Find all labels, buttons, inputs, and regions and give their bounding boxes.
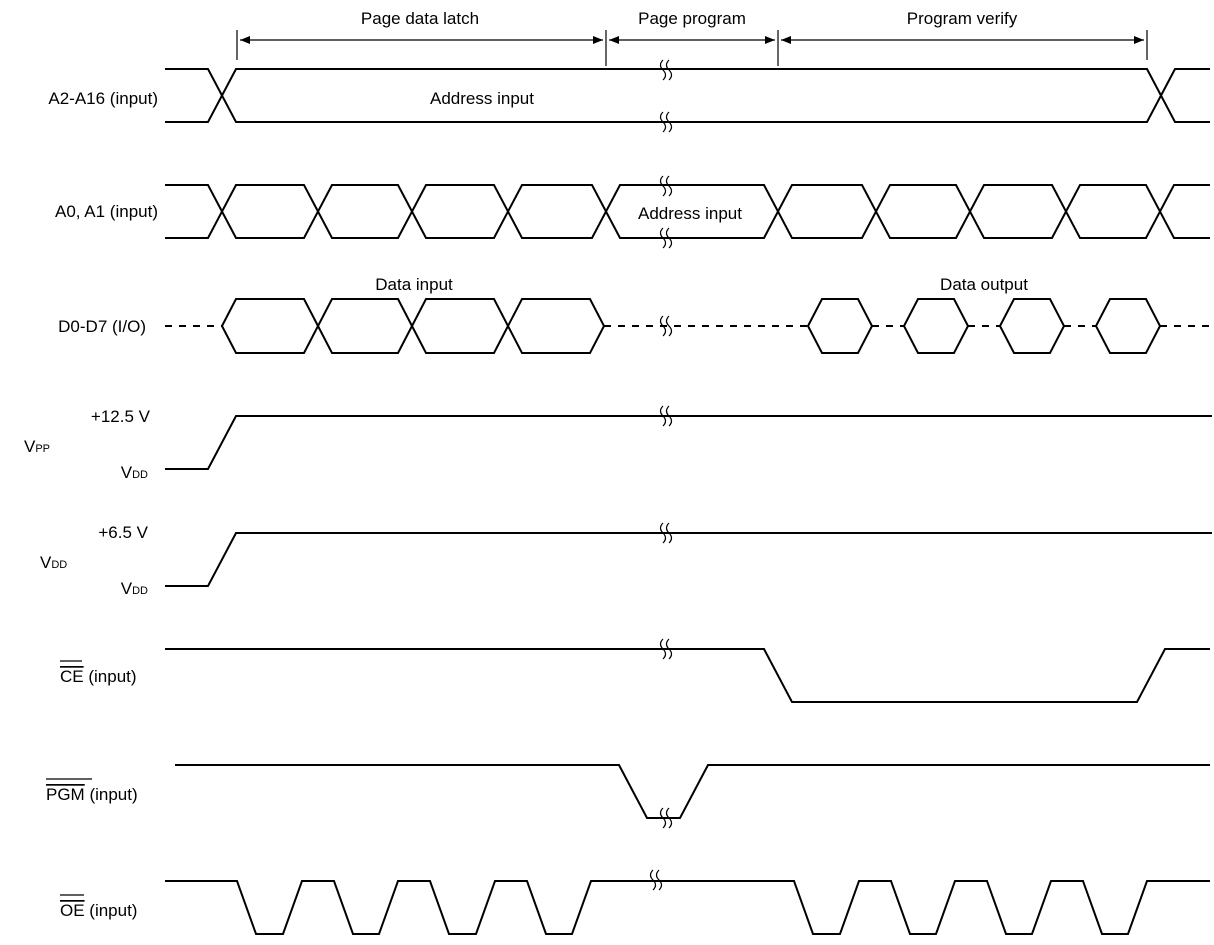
waveform-vpp <box>165 415 1212 470</box>
phase-label-verify: Program verify <box>907 9 1018 28</box>
waveform-a2-a16-lower <box>165 68 1210 123</box>
signal-label-oe-name: OE <box>60 901 85 920</box>
annotation-data-input: Data input <box>375 275 453 294</box>
signal-label-a0-a1: A0, A1 (input) <box>55 202 158 221</box>
signal-label-vpp-main: V <box>24 437 36 456</box>
signal-pgm: PGM (input) <box>46 764 1210 829</box>
break-mark-vdd <box>659 522 673 544</box>
waveform-d0-d7-output-1 <box>806 298 874 354</box>
signal-label-vdd-main: V <box>40 553 52 572</box>
waveform-pgm <box>175 764 1210 819</box>
waveform-ce <box>165 648 1210 703</box>
signal-a2-a16: A2-A16 (input) Address input <box>48 59 1210 133</box>
signal-vdd: +6.5 V VDD VDD <box>40 522 1212 598</box>
break-mark-vpp <box>659 405 673 427</box>
signal-oe: OE (input) <box>60 869 1210 935</box>
signal-label-oe-suffix: (input) <box>85 901 138 920</box>
break-mark-a0-bottom <box>659 227 673 249</box>
vpp-high-level-label: +12.5 V <box>91 407 151 426</box>
waveform-d0-d7-output-2 <box>902 298 970 354</box>
waveform-d0-d7-output-3 <box>998 298 1066 354</box>
annotation-address-input-a2: Address input <box>430 89 534 108</box>
break-mark-d0 <box>659 315 673 337</box>
signal-label-a2-a16: A2-A16 (input) <box>48 89 158 108</box>
signal-label-vpp: VPP <box>24 437 50 456</box>
waveform-a0-a1-lower <box>165 184 1210 239</box>
break-mark-pgm <box>659 807 673 829</box>
signal-label-pgm: PGM (input) <box>46 785 138 804</box>
vdd-high-level-label: +6.5 V <box>98 523 148 542</box>
break-mark-ce <box>659 638 673 660</box>
signal-a0-a1: A0, A1 (input) Address input <box>55 175 1210 249</box>
phase-header: Page data latch Page program Program ver… <box>236 9 1148 66</box>
vdd-low-level-label: VDD <box>121 579 148 598</box>
vdd-low-level-main: V <box>121 579 133 598</box>
signal-ce: CE (input) <box>60 638 1210 703</box>
signal-label-pgm-name: PGM <box>46 785 85 804</box>
signal-label-d0-d7: D0-D7 (I/O) <box>58 317 146 336</box>
waveform-d0-d7-data-input <box>220 298 606 354</box>
break-mark-a2-top <box>659 59 673 81</box>
waveform-a2-a16-upper <box>165 68 1210 123</box>
break-mark-a2-bottom <box>659 111 673 133</box>
vpp-low-level-label: VDD <box>121 463 148 482</box>
signal-label-ce-suffix: (input) <box>84 667 137 686</box>
signal-label-pgm-suffix: (input) <box>85 785 138 804</box>
waveform-d0-d7-output-4 <box>1094 298 1162 354</box>
signal-label-vdd-sub: DD <box>51 559 67 571</box>
signal-label-ce-name: CE <box>60 667 84 686</box>
vpp-low-level-sub: DD <box>132 469 148 481</box>
signal-label-oe: OE (input) <box>60 901 137 920</box>
break-mark-oe <box>649 869 663 891</box>
signal-d0-d7: D0-D7 (I/O) Data input Data output <box>58 275 1212 354</box>
annotation-data-output: Data output <box>940 275 1028 294</box>
phase-label-program: Page program <box>638 9 746 28</box>
vdd-low-level-sub: DD <box>132 585 148 597</box>
break-mark-a0-top <box>659 175 673 197</box>
annotation-address-input-a0: Address input <box>638 204 742 223</box>
signal-label-ce: CE (input) <box>60 667 137 686</box>
signal-label-vdd: VDD <box>40 553 67 572</box>
signal-vpp: +12.5 V VPP VDD <box>24 405 1212 482</box>
vpp-low-level-main: V <box>121 463 133 482</box>
phase-label-latch: Page data latch <box>361 9 479 28</box>
waveform-oe <box>165 880 1210 935</box>
waveform-vdd <box>165 532 1212 587</box>
signal-label-vpp-sub: PP <box>35 443 50 455</box>
